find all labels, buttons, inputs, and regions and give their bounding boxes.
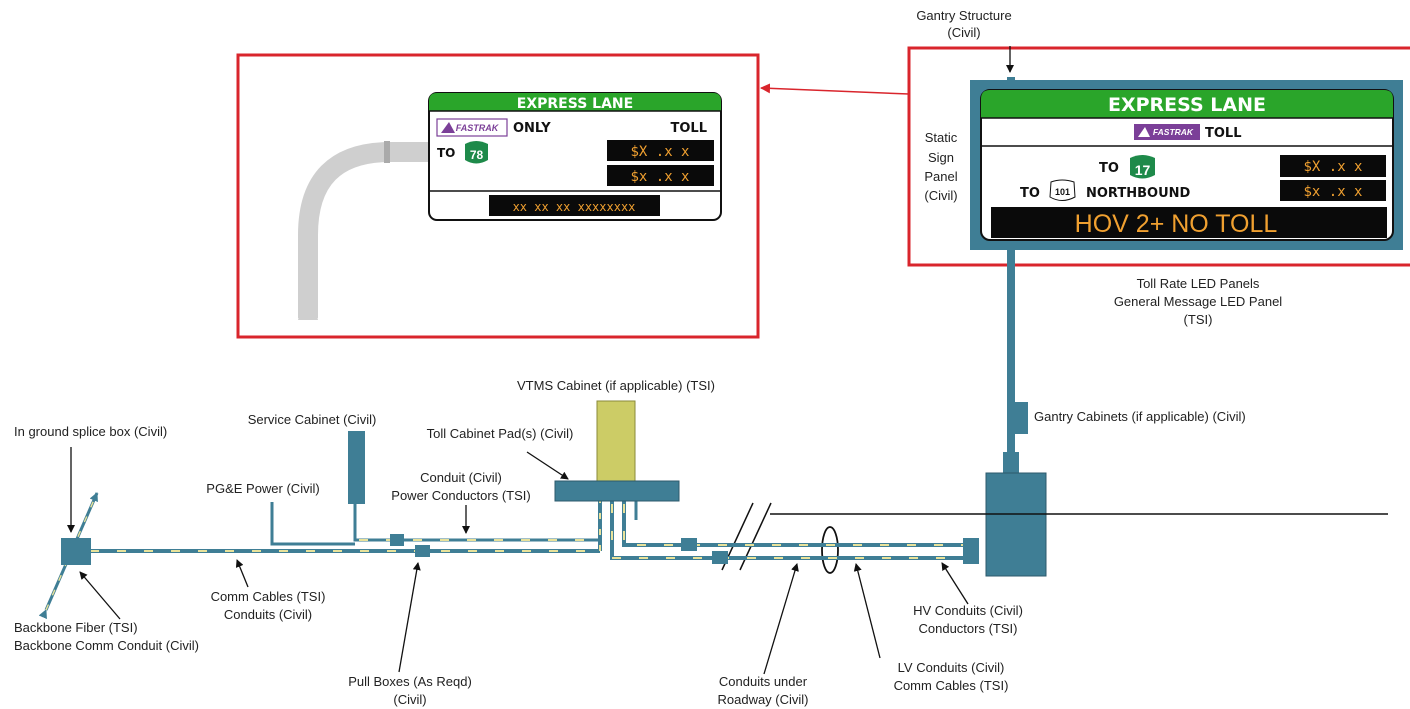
callout-source-box	[907, 46, 1410, 267]
splice-box	[61, 538, 91, 565]
message-led-text: xx xx xx xxxxxxxx	[513, 200, 636, 214]
label-conduit-2: Power Conductors (TSI)	[391, 488, 530, 503]
label-toll-pad: Toll Cabinet Pad(s) (Civil)	[427, 426, 574, 441]
fastrak-logo-large	[1134, 124, 1200, 140]
label-under-2: Roadway (Civil)	[717, 692, 808, 707]
label-gantry-cabinets: Gantry Cabinets (if applicable) (Civil)	[1034, 409, 1246, 424]
sign-large-toll: TOLL	[1205, 126, 1242, 141]
label-led-panels-1: Toll Rate LED Panels	[1137, 276, 1260, 291]
conduit-bundle-ring	[821, 526, 839, 574]
label-static-1: Static	[925, 130, 958, 145]
toll-rate-value-2: $x .x x	[630, 169, 689, 185]
label-lv-2: Comm Cables (TSI)	[894, 678, 1009, 693]
pull-box-1	[390, 534, 404, 546]
sign-large: EXPRESS LANE FASTRAK TOLL TO 17 TO 101 N…	[970, 80, 1403, 250]
label-comm-2: Conduits (Civil)	[224, 607, 312, 622]
label-hv-2: Conductors (TSI)	[919, 621, 1018, 636]
sign-large-to-1: TO	[1099, 161, 1119, 176]
label-backbone-1: Backbone Fiber (TSI)	[14, 620, 138, 635]
fastrak-large-text: FASTRAK	[1153, 127, 1194, 137]
pull-box-3	[681, 538, 697, 551]
fastrak-text: FASTRAK	[456, 123, 500, 133]
callout-arrow	[760, 83, 910, 95]
sign-large-header: EXPRESS LANE	[1108, 94, 1266, 116]
label-static-2: Sign	[928, 150, 954, 165]
conduit-runs	[90, 500, 965, 560]
vtms-cabinet	[596, 400, 636, 482]
sign-large-direction: NORTHBOUND	[1086, 186, 1191, 201]
message-led-large	[991, 207, 1387, 238]
label-backbone-2: Backbone Comm Conduit (Civil)	[14, 638, 199, 653]
gantry-cabinet	[1015, 402, 1028, 434]
label-gantry-structure-sub: (Civil)	[947, 25, 980, 40]
label-under-1: Conduits under	[719, 674, 808, 689]
toll-rate-led-2	[607, 165, 714, 186]
toll-rate-large-value-2: $x .x x	[1303, 184, 1362, 200]
route-101-shield-icon	[1049, 179, 1076, 201]
label-pull-1: Pull Boxes (As Reqd)	[348, 674, 472, 689]
pull-box-2	[415, 545, 430, 557]
label-comm-1: Comm Cables (TSI)	[211, 589, 326, 604]
route-17-number: 17	[1135, 162, 1151, 178]
label-pge-power: PG&E Power (Civil)	[206, 481, 319, 496]
toll-rate-led-1	[607, 140, 714, 161]
route-101-number: 101	[1055, 187, 1070, 197]
label-vtms: VTMS Cabinet (if applicable) (TSI)	[517, 378, 715, 393]
service-cabinet	[348, 431, 365, 504]
label-lv-1: LV Conduits (Civil)	[898, 660, 1005, 675]
sign-small-to: TO	[437, 146, 455, 160]
label-pull-2: (Civil)	[393, 692, 426, 707]
label-hv-1: HV Conduits (Civil)	[913, 603, 1023, 618]
gantry-base	[985, 472, 1047, 577]
pull-box-6	[963, 551, 979, 564]
gantry-post	[1007, 247, 1015, 452]
message-led-large-text: HOV 2+ NO TOLL	[1075, 210, 1278, 238]
label-static-3: Panel	[924, 169, 957, 184]
fastrak-logo	[436, 118, 508, 137]
sign-small-toll: TOLL	[671, 121, 708, 136]
route-number: 78	[470, 148, 484, 162]
route-17-shield-icon	[1130, 155, 1155, 179]
sign-small-header: EXPRESS LANE	[517, 96, 633, 112]
pull-box-4	[712, 551, 728, 564]
toll-rate-led-large-2	[1280, 180, 1386, 201]
label-service-cabinet: Service Cabinet (Civil)	[248, 412, 377, 427]
sign-mast-arm	[298, 141, 430, 320]
toll-cabinet-pad	[554, 480, 680, 502]
sign-large-to-2: TO	[1020, 186, 1040, 201]
label-led-panels-2: General Message LED Panel	[1114, 294, 1282, 309]
route-shield-icon	[465, 141, 488, 164]
label-conduit-1: Conduit (Civil)	[420, 470, 502, 485]
leader-arrows	[67, 46, 1014, 675]
label-led-panels-3: (TSI)	[1184, 312, 1213, 327]
toll-rate-value-1: $X .x x	[630, 144, 689, 160]
message-led	[489, 195, 660, 216]
sign-small: EXPRESS LANE FASTRAK ONLY TOLL TO 78 $X …	[428, 92, 722, 221]
toll-rate-led-large-1	[1280, 155, 1386, 177]
label-gantry-structure: Gantry Structure	[916, 8, 1011, 23]
gantry-base-upper	[1003, 452, 1019, 474]
label-static-4: (Civil)	[924, 188, 957, 203]
toll-rate-large-value-1: $X .x x	[1303, 159, 1362, 175]
sign-small-only: ONLY	[513, 121, 551, 136]
pull-box-5	[963, 538, 979, 551]
label-splice-box: In ground splice box (Civil)	[14, 424, 167, 439]
